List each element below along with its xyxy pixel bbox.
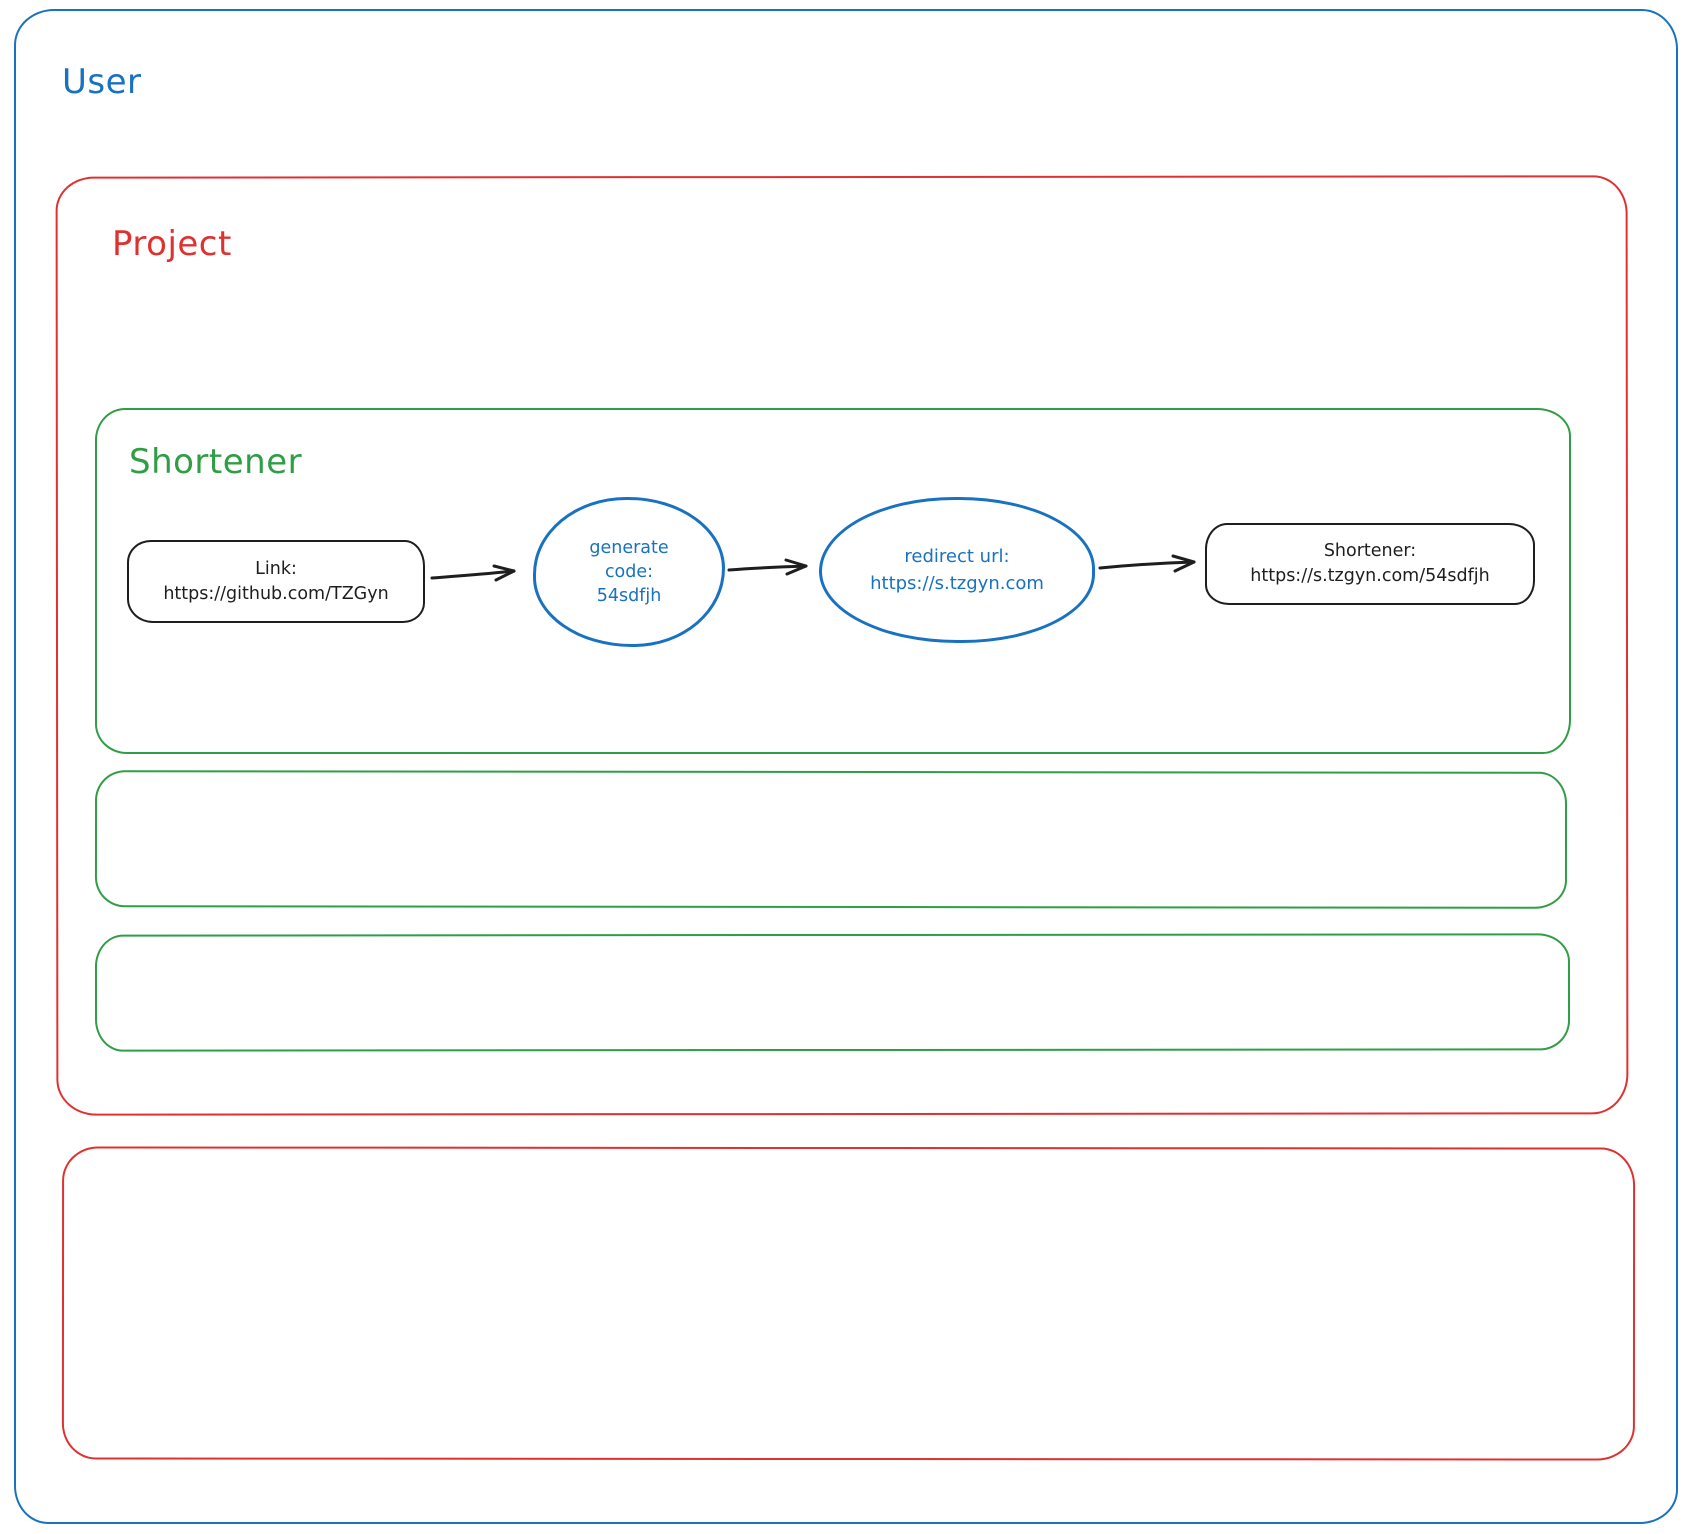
- link-node-line-2: https://github.com/TZGyn: [163, 583, 389, 604]
- generate-code-line-2: code:: [604, 562, 654, 582]
- project-empty-box[interactable]: [61, 1146, 1636, 1461]
- redirect-url-line-1: redirect url:: [904, 546, 1010, 567]
- redirect-url-line-2: https://s.tzgyn.com: [870, 573, 1044, 594]
- user-label[interactable]: User: [62, 62, 142, 102]
- generate-code-node[interactable]: generate code: 54sdfjh: [533, 497, 725, 647]
- redirect-url-node[interactable]: redirect url: https://s.tzgyn.com: [819, 497, 1095, 643]
- shortener-result-node[interactable]: Shortener: https://s.tzgyn.com/54sdfjh: [1205, 523, 1535, 605]
- shortener-empty-box-2[interactable]: [94, 933, 1571, 1052]
- shortener-empty-box-1[interactable]: [94, 770, 1568, 909]
- arrow-link-to-generate-code[interactable]: [428, 556, 528, 592]
- generate-code-line-3: 54sdfjh: [596, 586, 662, 606]
- project-label[interactable]: Project: [112, 224, 232, 264]
- user-container[interactable]: [14, 9, 1678, 1524]
- link-node-line-1: Link:: [255, 558, 297, 579]
- shortener-container[interactable]: [95, 408, 1571, 754]
- arrow-redirect-url-to-shortener-result[interactable]: [1096, 546, 1206, 580]
- generate-code-line-1: generate: [589, 538, 669, 558]
- arrow-generate-code-to-redirect-url[interactable]: [726, 550, 818, 582]
- shortener-result-line-1: Shortener:: [1323, 541, 1417, 561]
- shortener-result-line-2: https://s.tzgyn.com/54sdfjh: [1250, 566, 1490, 586]
- shortener-label[interactable]: Shortener: [129, 442, 303, 482]
- link-node[interactable]: Link: https://github.com/TZGyn: [127, 540, 425, 623]
